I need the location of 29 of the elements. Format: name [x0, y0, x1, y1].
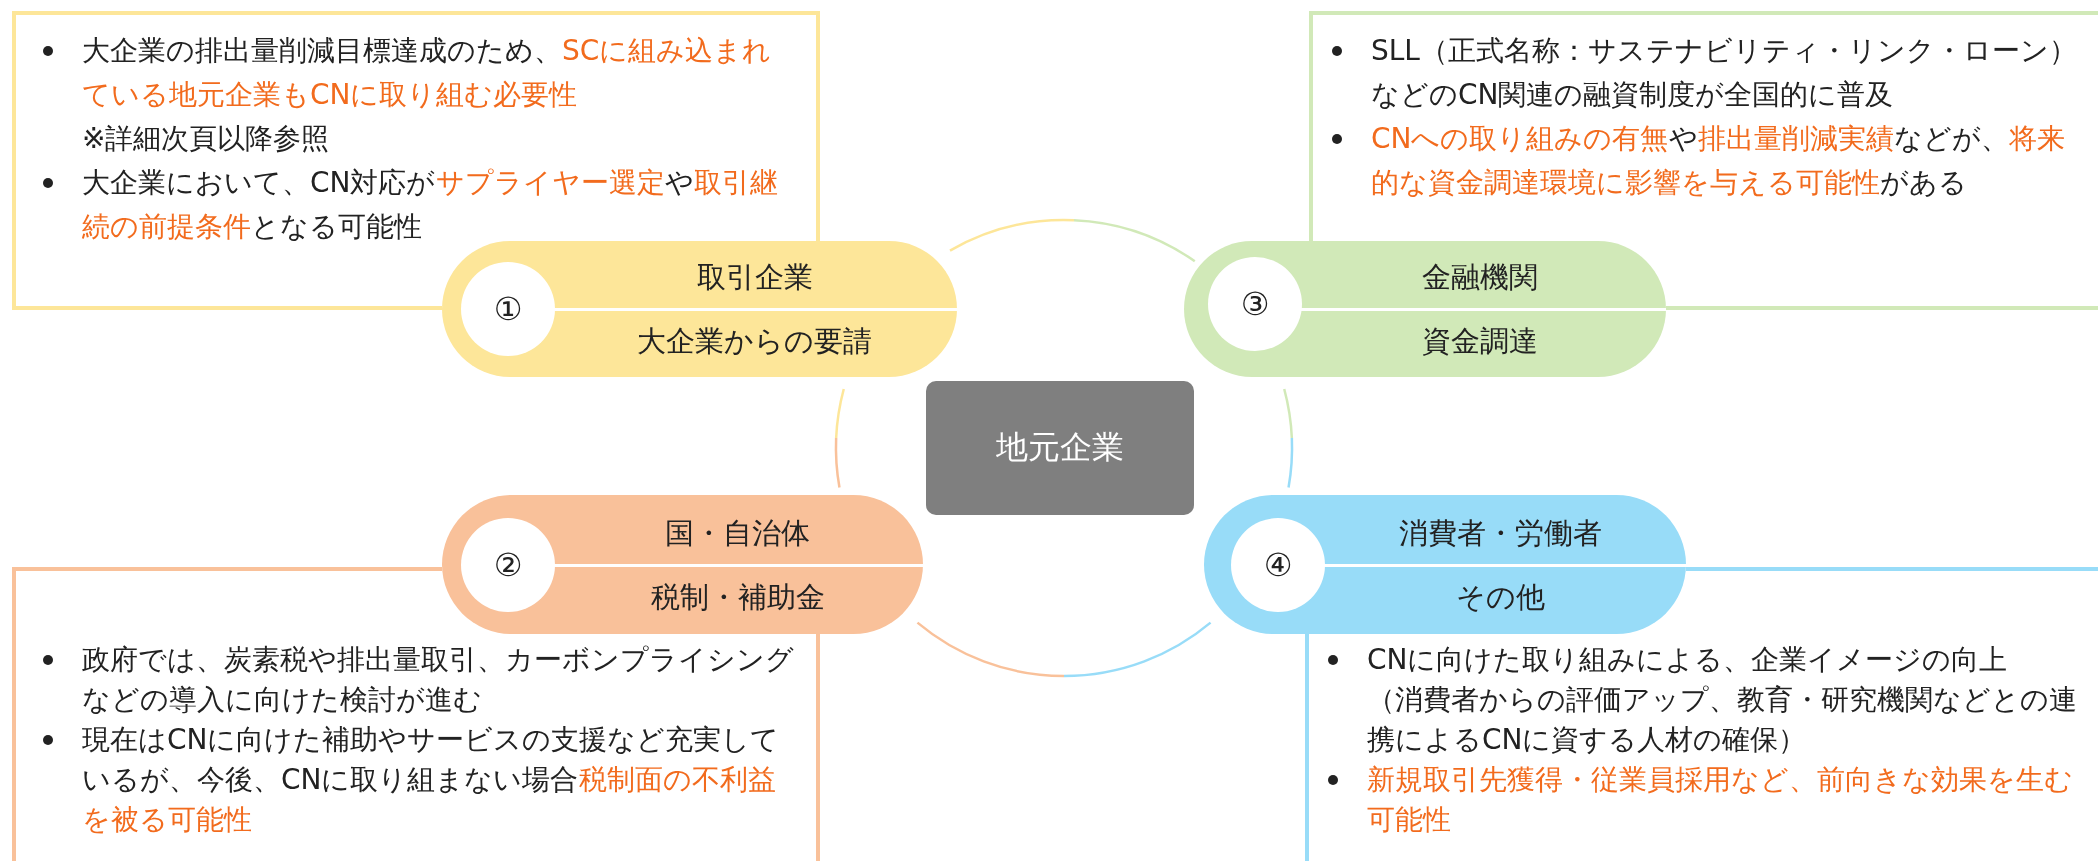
pill-subheading: 大企業からの要請 [636, 323, 873, 360]
bullet-item: SLL（正式名称：サステナビリティ・リンク・ローン）などのCN関連の融資制度が全国的に普及 [1325, 29, 2080, 117]
bullet-item: 政府では、炭素税や排出量取引、カーボンプライシングなどの導入に向けた検討が進む [36, 640, 798, 720]
number-badge: ② [461, 518, 555, 612]
number-badge: ④ [1231, 518, 1325, 612]
text-panel [1309, 11, 2098, 241]
bullet-item: CNへの取り組みの有無や排出量削減実績などが、将来的な資金調達環境に影響を与える可能性がある [1325, 117, 2080, 205]
number-badge: ① [461, 262, 555, 356]
number-badge: ③ [1208, 257, 1302, 351]
ring-connector [949, 218, 1196, 263]
ring-connector [834, 388, 845, 488]
pill-heading: 消費者・労働者 [1397, 514, 1603, 552]
note-text: （消費者からの評価アップ、教育・研究機関などとの連携によるCNに資する人材の確保） [1366, 682, 2078, 758]
pill-subheading: 税制・補助金 [649, 578, 826, 616]
pill-heading: 金融機関 [1421, 259, 1539, 296]
bullet-item: 新規取引先獲得・従業員採用など、前向きな効果を生む可能性 [1321, 760, 2080, 840]
ring-connector [1283, 388, 1294, 488]
center-box: 地元企業 [926, 381, 1194, 515]
ring-connector [916, 621, 1212, 677]
pill-heading: 取引企業 [695, 259, 814, 296]
bullet-item: 現在はCNに向けた補助やサービスの支援など充実しているが、今後、CNに取り組まない場合税制面の不利益を被る可能性 [36, 720, 798, 840]
text-panel [12, 634, 820, 861]
note-text: ※詳細次頁以降参照 [81, 121, 331, 157]
text-panel [12, 11, 820, 241]
bullet-item: 大企業の排出量削減目標達成のため、SCに組み込まれている地元企業もCNに取り組む必要性 [36, 29, 798, 117]
pill-heading: 国・自治体 [664, 514, 811, 552]
bullet-item: CNに向けた取り組みによる、企業イメージの向上 [1321, 640, 2080, 680]
pill-subheading: その他 [1454, 578, 1546, 616]
pill-subheading: 資金調達 [1421, 323, 1539, 360]
